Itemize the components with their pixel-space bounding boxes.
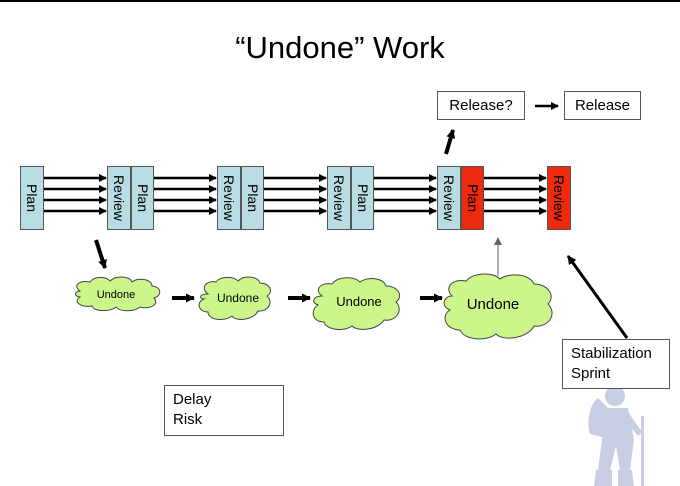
plan-box-5: Plan (461, 166, 484, 230)
delay-risk-box: Delay Risk (164, 385, 284, 436)
to-release-question-arrow (444, 129, 456, 155)
undone-cloud-3 (312, 277, 401, 330)
undone-cloud-2 (198, 276, 271, 320)
risk-line: Risk (173, 411, 203, 428)
stabilization-line-1: Stabilization (571, 345, 652, 362)
stabilization-arrow (566, 255, 629, 339)
arrow-bundle-2 (154, 174, 217, 215)
undone-label-3: Undone (336, 294, 382, 309)
review-box-5: Review (547, 166, 571, 230)
undone-cloud-4 (443, 273, 553, 340)
undone-cloud-1 (75, 276, 161, 312)
review-box-4: Review (437, 166, 461, 230)
arrow-bundle-5 (484, 174, 547, 215)
undone-label-4: Undone (466, 296, 520, 313)
plan-box-2: Plan (131, 166, 154, 230)
plan-box-3: Plan (241, 166, 264, 230)
arrow-bundle-1 (44, 174, 107, 215)
review-box-1: Review (107, 166, 131, 230)
plan-box-1: Plan (20, 166, 44, 230)
delay-line: Delay (173, 391, 212, 408)
hiker-silhouette (588, 386, 644, 486)
stabilization-sprint-box: Stabilization Sprint (562, 339, 670, 389)
plan-box-4: Plan (351, 166, 374, 230)
undone-label-2: Undone (216, 291, 260, 305)
release-question-box: Release? (437, 91, 525, 120)
review-box-3: Review (327, 166, 351, 230)
review-box-2: Review (217, 166, 241, 230)
arrow-bundle-4 (374, 174, 437, 215)
top-rule (0, 0, 680, 2)
release-box: Release (564, 91, 641, 120)
slide-title: “Undone” Work (235, 30, 445, 65)
arrow-bundle-3 (264, 174, 327, 215)
stabilization-line-2: Sprint (571, 365, 611, 382)
review-to-undone-arrow (94, 239, 107, 269)
undone-label-1: Undone (96, 289, 136, 301)
